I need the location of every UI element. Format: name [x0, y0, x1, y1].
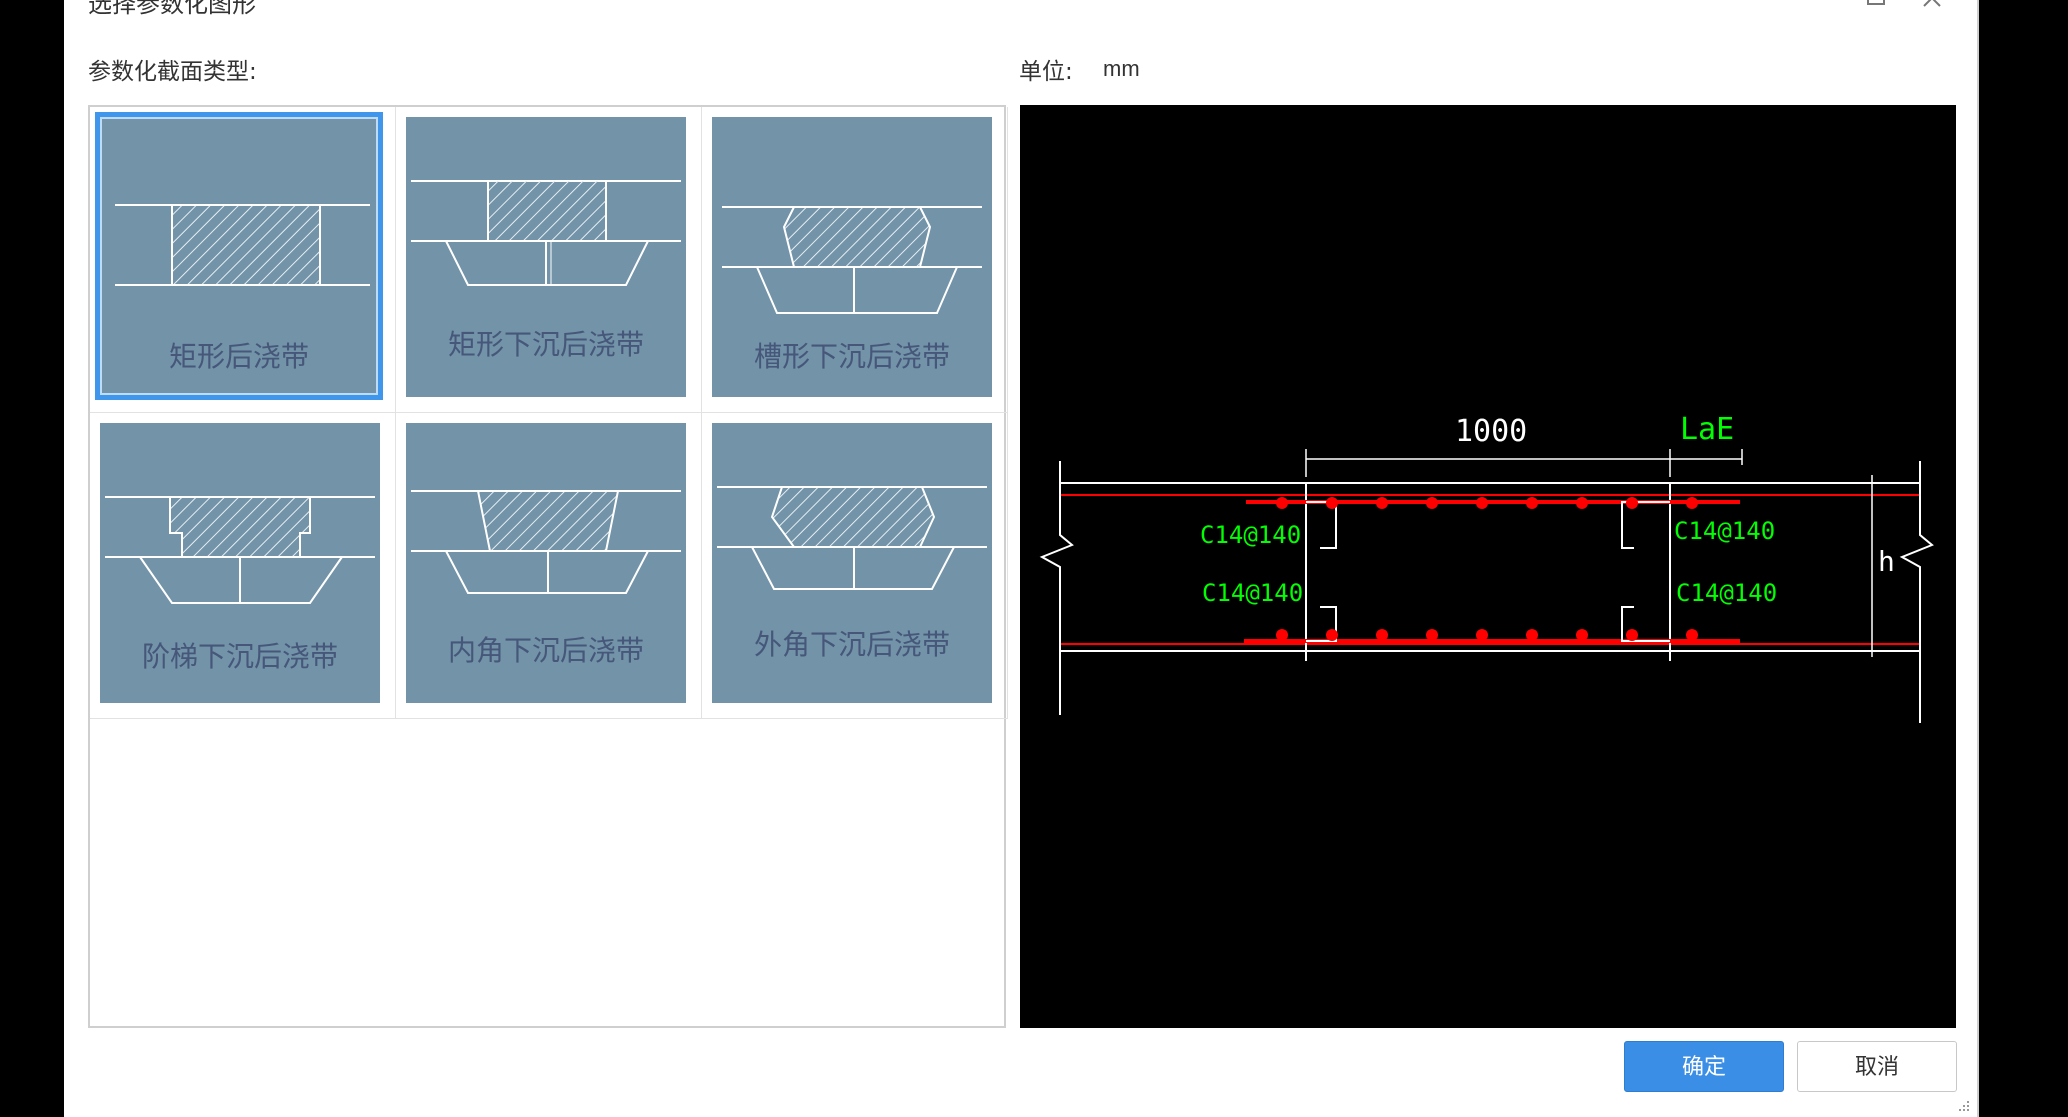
section-type-label: 参数化截面类型: [88, 59, 257, 85]
shape-thumbnail: 矩形后浇带 [95, 112, 383, 400]
rebar-label: C14@140 [1200, 521, 1301, 549]
resize-grip-icon[interactable] [1957, 1099, 1971, 1113]
shape-item-inner-corner-sunken[interactable]: 内角下沉后浇带 [396, 413, 702, 719]
shape-item-rect-sunken[interactable]: 矩形下沉后浇带 [396, 107, 702, 413]
dimension-width-text: 1000 [1455, 414, 1527, 449]
shape-label: 矩形下沉后浇带 [447, 328, 644, 361]
shape-label: 外角下沉后浇带 [753, 628, 950, 661]
unit-label: 单位: [1019, 59, 1073, 85]
dialog-title: 选择参数化图形 [88, 0, 256, 18]
maximize-icon[interactable] [1864, 0, 1888, 10]
shape-thumbnail: 矩形下沉后浇带 [406, 117, 686, 397]
rebar-label: C14@140 [1202, 579, 1303, 607]
shape-item-channel-sunken[interactable]: 槽形下沉后浇带 [702, 107, 1008, 413]
shape-item-step-sunken[interactable]: 阶梯下沉后浇带 [90, 413, 396, 719]
ok-button[interactable]: 确定 [1624, 1041, 1784, 1092]
dimension-height-text: h [1878, 545, 1895, 578]
shape-label: 阶梯下沉后浇带 [141, 640, 338, 673]
dimension-anchor-text: LaE [1680, 412, 1734, 447]
close-icon[interactable] [1920, 0, 1944, 10]
rebar-label: C14@140 [1676, 579, 1777, 607]
shape-label: 内角下沉后浇带 [447, 634, 644, 667]
shape-item-outer-corner-sunken[interactable]: 外角下沉后浇带 [702, 413, 1008, 719]
unit-value: mm [1103, 56, 1140, 81]
shape-label: 矩形后浇带 [168, 340, 309, 373]
shape-preview-canvas: 1000 LaE [1020, 105, 1956, 1028]
shape-item-rect[interactable]: 矩形后浇带 [90, 107, 396, 413]
shape-thumbnail: 内角下沉后浇带 [406, 423, 686, 703]
shape-thumbnail: 外角下沉后浇带 [712, 423, 992, 703]
shape-thumbnail: 阶梯下沉后浇带 [100, 423, 380, 703]
rebar-label: C14@140 [1674, 517, 1775, 545]
shape-label: 槽形下沉后浇带 [753, 340, 950, 373]
shape-thumbnail: 槽形下沉后浇带 [712, 117, 992, 397]
cancel-button[interactable]: 取消 [1797, 1041, 1957, 1092]
dialog-window: 选择参数化图形 参数化截面类型: 单位: mm 矩形后浇 [64, 0, 1979, 1117]
shape-grid: 矩形后浇带 矩形下沉后浇带 [88, 105, 1008, 1028]
